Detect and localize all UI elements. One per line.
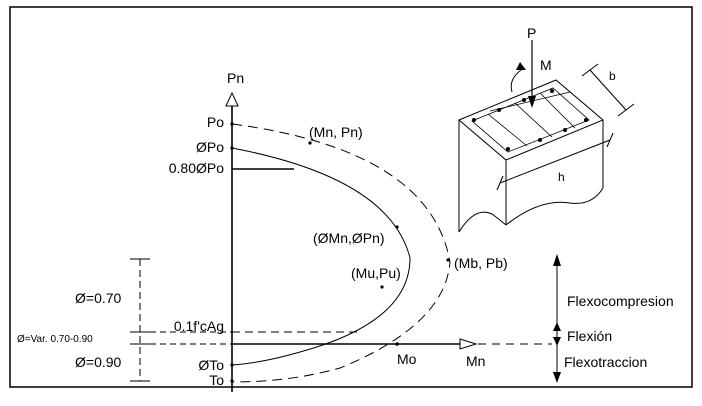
- rebar-dot: [497, 108, 501, 112]
- rebar-dot: [472, 118, 476, 122]
- pn-axis-arrow: [225, 91, 239, 107]
- phi-070-label: Ø=0.70: [75, 290, 122, 306]
- flexotraccion-arrow: [553, 372, 561, 383]
- mo-point: [395, 342, 399, 346]
- rebar-dot: [522, 98, 526, 102]
- pn-axis-label: Pn: [227, 70, 244, 86]
- phi-po-label: ØPo: [196, 139, 224, 155]
- mu-pu-point: [380, 285, 384, 289]
- stirrup-outline: [471, 87, 590, 153]
- po-point: [230, 122, 234, 126]
- stirrup-cross-1: [487, 113, 528, 147]
- rebar-dot: [550, 89, 554, 93]
- nominal-interaction-curve: [231, 123, 451, 383]
- rebar-dot: [584, 118, 588, 122]
- b-dim-tick-2: [617, 103, 635, 117]
- column-sketch: [458, 63, 635, 233]
- h-dimension-line: [499, 139, 611, 184]
- flexocompresion-label: Flexocompresion: [567, 293, 674, 309]
- flexotraccion-label: Flexotraccion: [564, 354, 647, 370]
- mn-pn-label: (Mn, Pn): [309, 124, 363, 140]
- phi-090-label: Ø=0.90: [75, 354, 122, 370]
- mu-pu-label: (Mu,Pu): [351, 265, 401, 281]
- column-break-left: [458, 211, 507, 233]
- moment-m-label: M: [540, 57, 552, 73]
- stirrup-cross-3: [539, 92, 576, 129]
- po-label: Po: [207, 114, 224, 130]
- moment-arrowhead: [516, 62, 526, 70]
- flexion-arrow-down: [553, 337, 561, 346]
- rebar-dot: [563, 128, 567, 132]
- to-point: [230, 379, 234, 383]
- h-dim-tick-2: [606, 132, 614, 148]
- rebar-dots: [472, 89, 588, 151]
- moment-arc: [510, 67, 525, 93]
- mn-axis-arrow: [459, 338, 478, 350]
- mb-pb-point: [446, 258, 450, 262]
- rebar-dot: [538, 138, 542, 142]
- mb-pb-label: (Mb, Pb): [454, 255, 508, 271]
- column-break-right: [505, 187, 604, 226]
- h-dim-tick-1: [496, 175, 504, 191]
- column-top-face: [458, 79, 604, 161]
- phi-var-label: Ø=Var. 0.70-0.90: [17, 334, 93, 345]
- to-label: To: [209, 372, 224, 388]
- mn-axis-label: Mn: [466, 353, 485, 369]
- diagram-frame: [9, 6, 693, 388]
- dimension-h-label: h: [558, 170, 565, 184]
- phi-to-point: [230, 363, 234, 367]
- phi-po-point: [230, 146, 234, 150]
- phi-mn-pn-label: (ØMn,ØPn): [313, 230, 385, 246]
- rebar-dot: [506, 147, 510, 151]
- dimension-b-label: b: [609, 69, 616, 83]
- fc-ag-label: 0.1f'cAg: [174, 318, 224, 334]
- phi-mn-pn-point: [395, 225, 399, 229]
- design-interaction-curve: [231, 147, 411, 366]
- b-dimension-line: [589, 69, 627, 111]
- load-p-arrowhead: [528, 96, 536, 108]
- flexion-arrow-up: [553, 322, 561, 331]
- phi-po-80-label: 0.80ØPo: [169, 160, 224, 176]
- flexion-label: Flexión: [567, 328, 612, 344]
- mo-label: Mo: [397, 351, 417, 367]
- b-dim-tick-1: [581, 63, 599, 77]
- stirrup-cross-2: [514, 102, 553, 138]
- mn-pn-point: [308, 141, 312, 145]
- flexocompresion-arrow: [553, 254, 561, 266]
- phi-to-label: ØTo: [198, 357, 224, 373]
- load-p-label: P: [527, 25, 536, 41]
